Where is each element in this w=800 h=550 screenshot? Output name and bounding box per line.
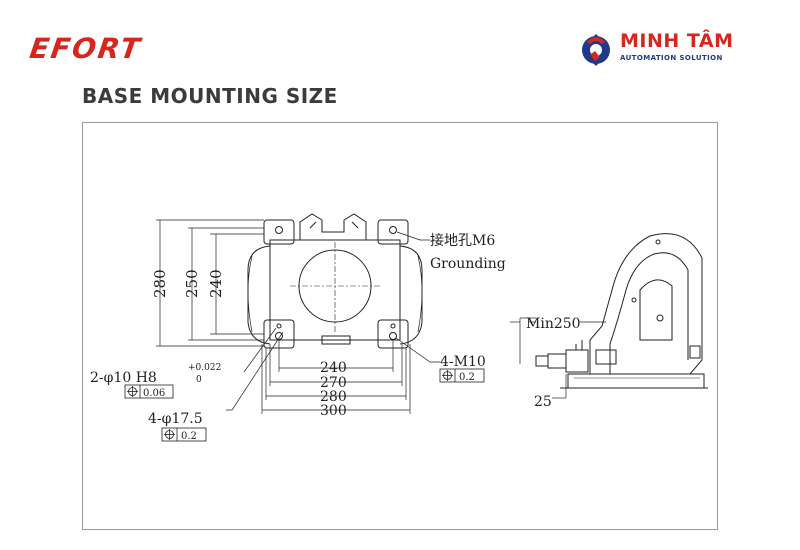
gear-icon — [582, 34, 610, 66]
pin-hole-spec: 2-φ10 H8 — [90, 370, 157, 386]
grounding-en-label: Grounding — [430, 256, 506, 272]
dim-25-label: 25 — [534, 394, 552, 410]
tolerance-lower: 0 — [196, 375, 202, 385]
page-title: BASE MOUNTING SIZE — [82, 84, 338, 108]
top-view — [156, 213, 440, 414]
thread-position-tolerance: 0.2 — [459, 372, 475, 383]
minh-tam-logo: MINH TÂM AUTOMATION SOLUTION — [578, 30, 778, 70]
dim-240-horizontal: 240 — [320, 360, 347, 376]
dim-270-horizontal: 270 — [320, 375, 347, 391]
dim-240-vertical: 240 — [207, 269, 225, 298]
brand-name: MINH TÂM — [620, 30, 734, 52]
dim-250-vertical: 250 — [183, 269, 201, 298]
drawing-labels: 接地孔M6 Grounding 280 250 240 240 270 280 … — [90, 232, 581, 442]
dim-300-horizontal: 300 — [320, 403, 347, 419]
brand-tagline: AUTOMATION SOLUTION — [620, 54, 723, 62]
drawing-frame — [82, 122, 718, 530]
thread-spec: 4-M10 — [440, 354, 486, 370]
bolt-position-tolerance: 0.2 — [181, 431, 197, 442]
dim-280-vertical: 280 — [151, 269, 169, 298]
min-clearance-label: Min250 — [526, 316, 581, 332]
tolerance-frames — [124, 368, 485, 442]
dim-280-horizontal: 280 — [320, 389, 347, 405]
grounding-cn-label: 接地孔M6 — [430, 232, 495, 249]
side-view — [510, 233, 708, 399]
pin-position-tolerance: 0.06 — [143, 388, 165, 399]
tolerance-upper: +0.022 — [188, 363, 221, 373]
bolt-hole-spec: 4-φ17.5 — [148, 411, 203, 427]
